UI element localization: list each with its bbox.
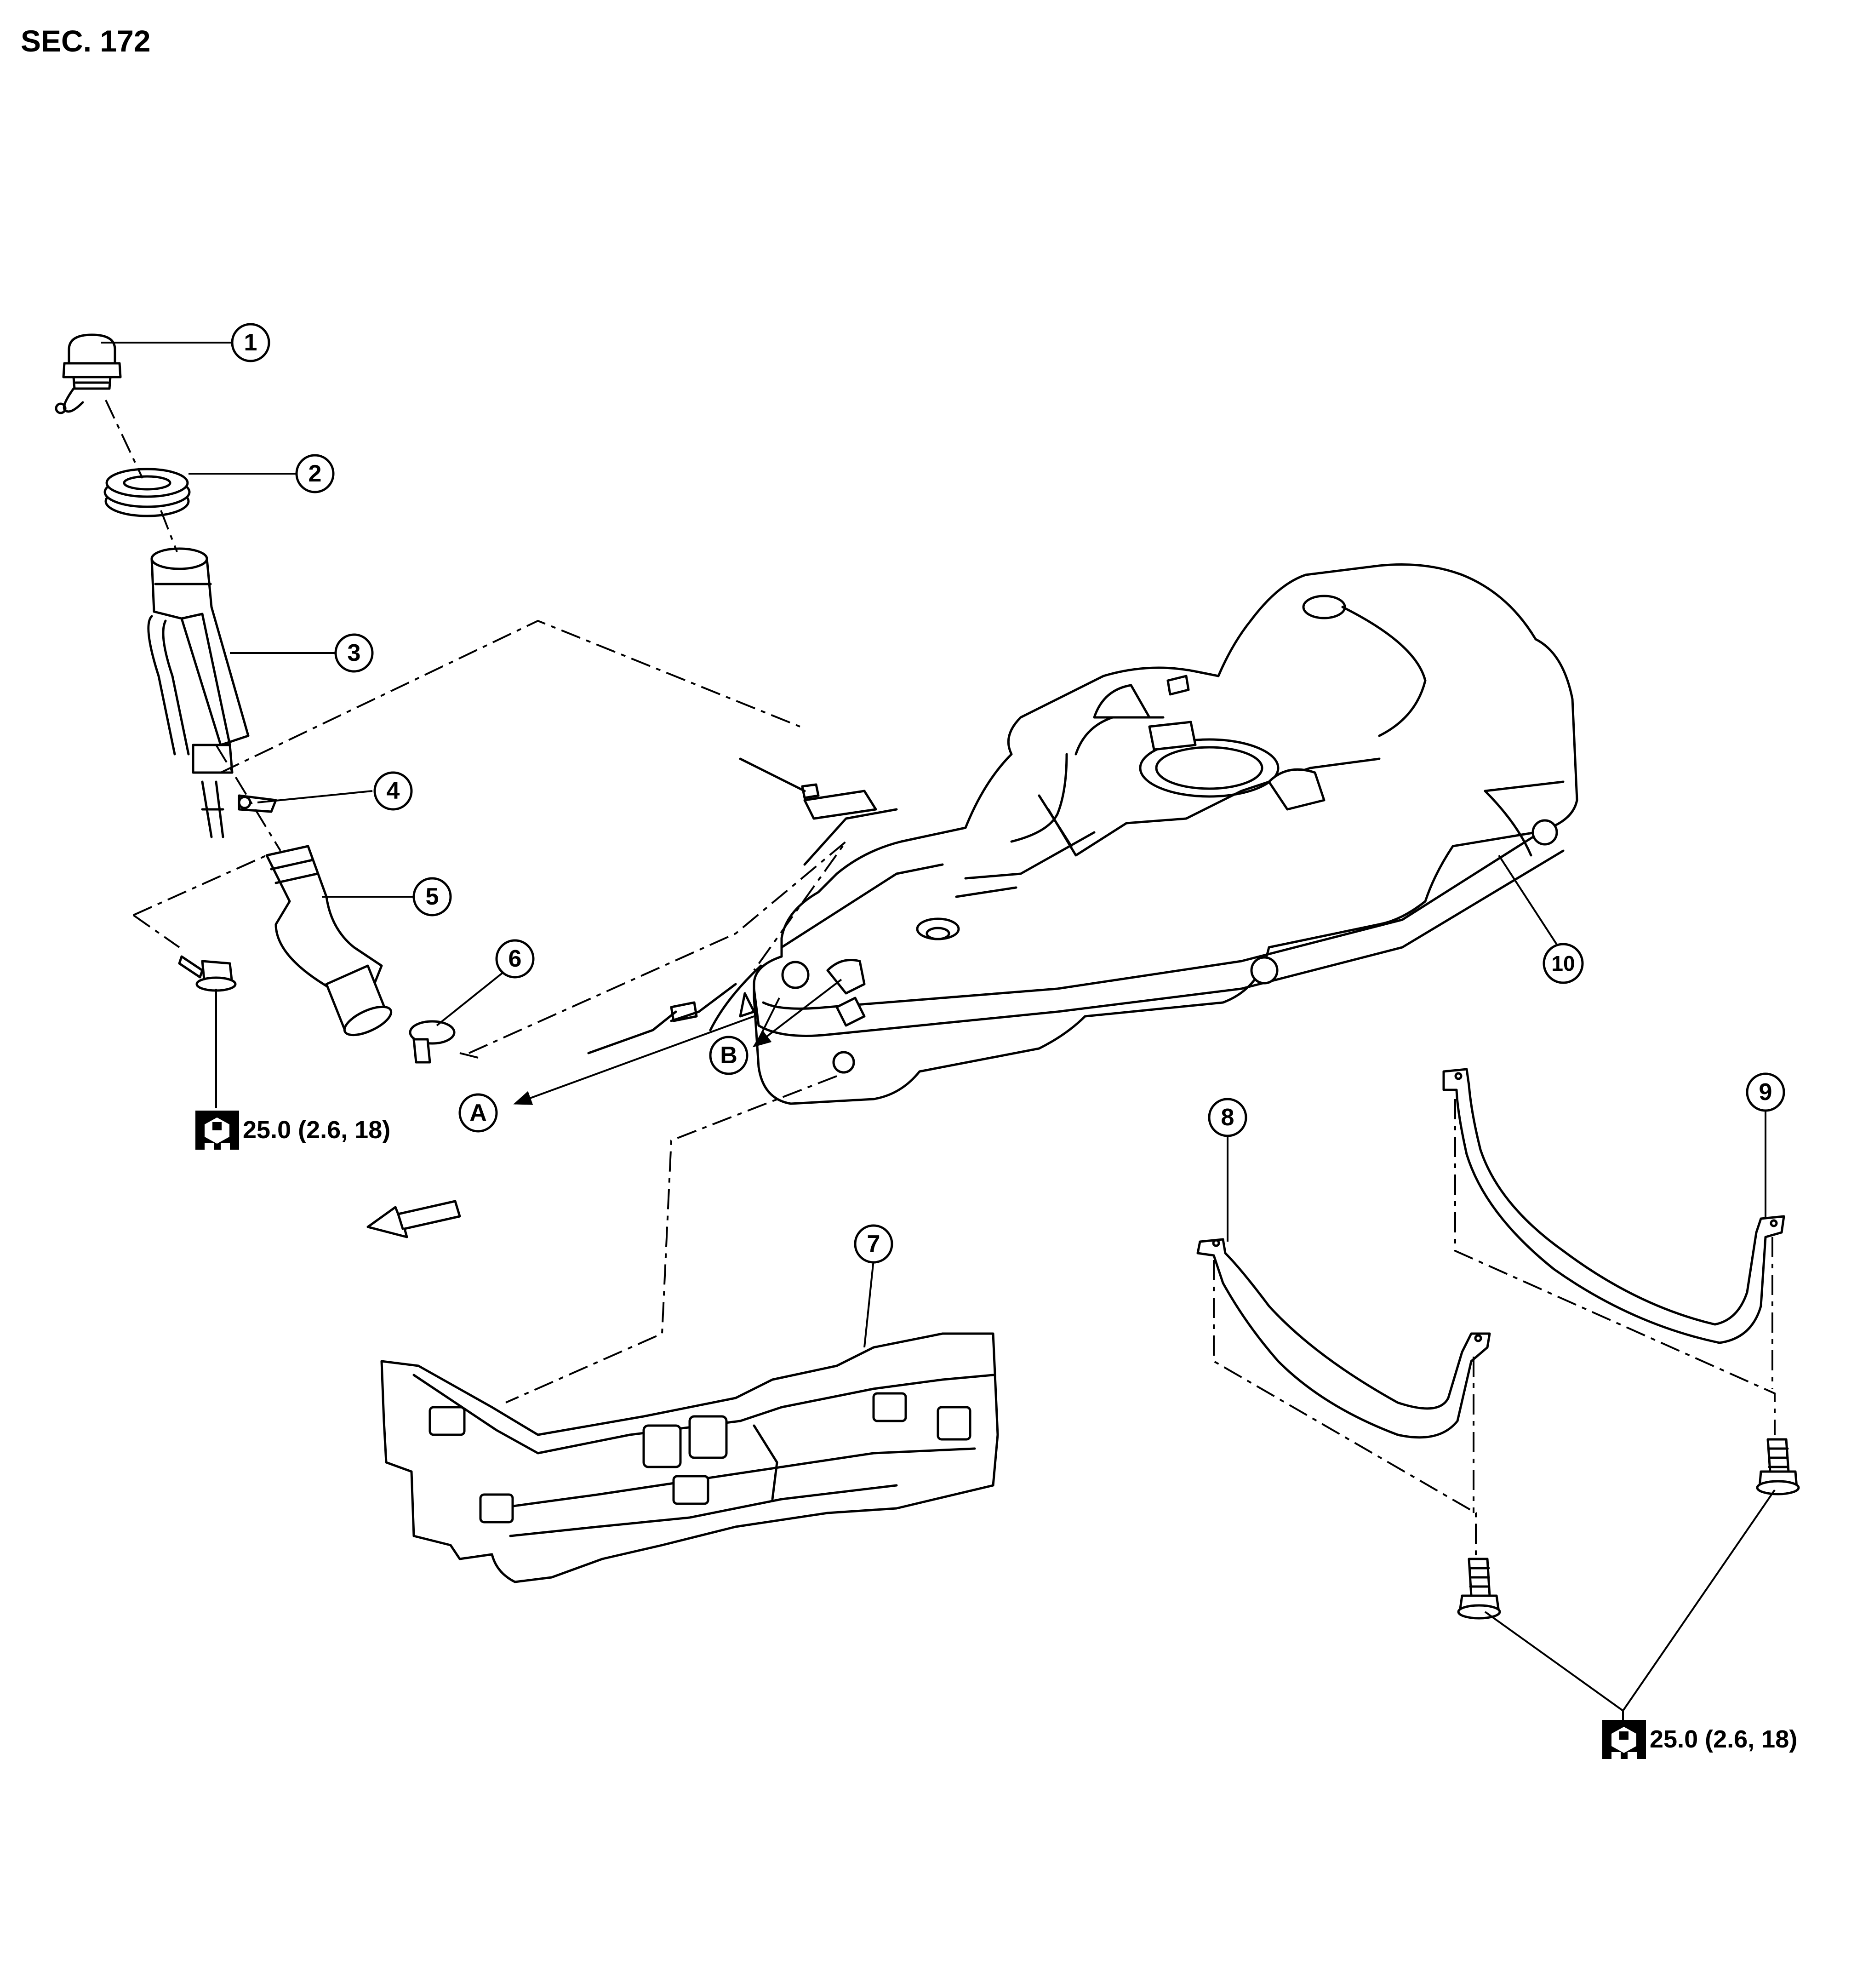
torque-value-left: 25.0 (2.6, 18) [243,1116,390,1144]
callout-1: 1 [231,323,270,362]
callout-8: 8 [1208,1098,1247,1137]
callout-5: 5 [412,877,452,917]
fuel-filler-cap [55,333,122,414]
fuel-tank-band-front [1196,1238,1491,1439]
section-label: SEC. 172 [21,24,151,58]
callout-9: 9 [1746,1072,1785,1112]
svg-text:2: 2 [309,460,322,487]
torque-value-right: 25.0 (2.6, 18) [1650,1725,1797,1753]
band-bolt-left [1457,1558,1501,1620]
svg-text:4: 4 [387,778,400,804]
svg-text:A: A [469,1100,487,1126]
torque-wrench-icon [195,1111,239,1154]
fuel-filler-hose [265,845,393,1037]
svg-text:1: 1 [244,329,257,356]
fuel-filler-tube [147,547,250,838]
callout-6: 6 [495,939,535,979]
svg-text:B: B [720,1042,737,1069]
svg-text:8: 8 [1221,1104,1234,1131]
reference-arrow-b [752,979,842,1048]
callout-7: 7 [854,1224,893,1264]
svg-text:6: 6 [509,945,522,972]
torque-spec-right: 25.0 (2.6, 18) [1602,1720,1797,1763]
band-bolt-right [1756,1438,1800,1495]
callout-2: 2 [295,454,335,493]
svg-text:10: 10 [1551,951,1575,975]
filler-neck-gasket [103,468,191,517]
torque-wrench-icon [1602,1720,1646,1763]
fuel-tank-band-rear [1442,1068,1785,1344]
fuel-tank-protector [380,1332,999,1583]
fuel-tank [587,563,1578,1105]
callout-3: 3 [334,633,374,673]
callout-10: 10 [1543,943,1584,984]
alignment-lines [105,400,1776,1559]
hose-clamp [409,1020,456,1064]
reference-arrow-a [513,1015,754,1105]
filler-mounting-bolt [178,955,237,992]
reference-b: B [709,1036,749,1075]
reference-a: A [458,1093,498,1133]
svg-text:3: 3 [348,640,361,666]
torque-spec-left: 25.0 (2.6, 18) [195,1111,390,1154]
svg-text:5: 5 [426,883,439,910]
svg-text:9: 9 [1759,1079,1772,1106]
filler-tube-clip [238,794,277,813]
callout-4: 4 [373,771,413,811]
leader-lines [101,342,1776,1720]
front-direction-arrow-icon [366,1200,461,1238]
svg-text:7: 7 [867,1231,880,1257]
